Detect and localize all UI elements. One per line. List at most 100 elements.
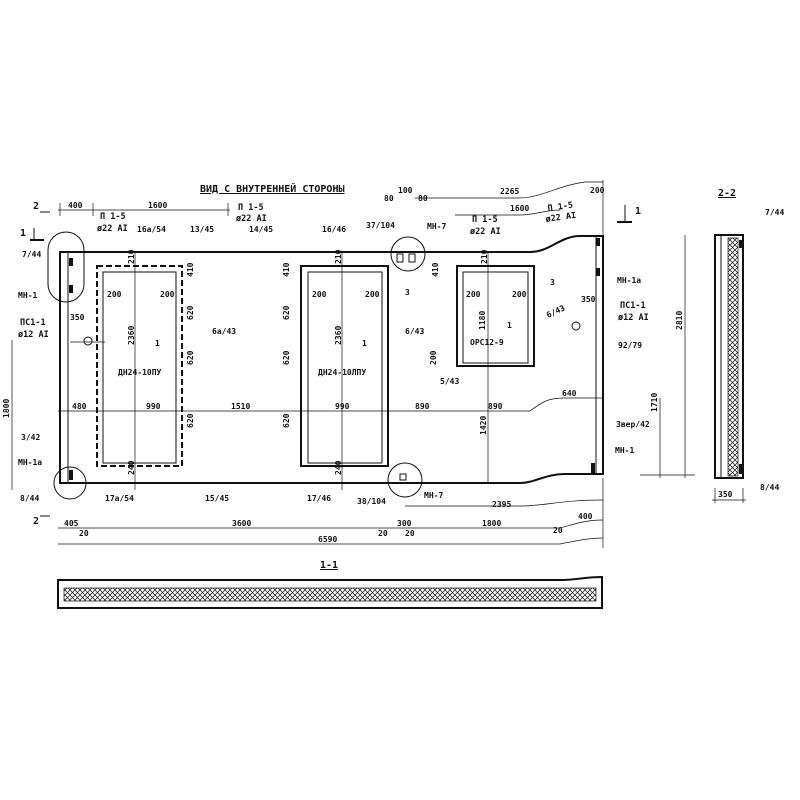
drawing-label: 200 <box>466 290 481 299</box>
drawing-label: 1 <box>362 339 367 348</box>
callout-mn7-top <box>390 236 426 272</box>
drawing-label: МН-7 <box>427 222 446 231</box>
drawing-title: ВИД С ВНУТРЕННЕЙ СТОРОНЫ <box>200 182 345 195</box>
drawing-label: 2395 <box>492 500 511 509</box>
drawing-label: 890 <box>415 402 430 411</box>
drawing-label: 6590 <box>318 535 337 544</box>
callout-mn7-bottom <box>387 462 423 498</box>
drawing-label: 6а/43 <box>212 327 236 336</box>
door-1-mark: ДН24-10ПУ <box>118 368 162 377</box>
door-opening-2 <box>300 265 389 467</box>
drawing-label: 620 <box>282 413 291 428</box>
drawing-label: 350 <box>581 295 596 304</box>
drawing-label: 7/44 <box>22 250 41 259</box>
drawing-label: 6/43 <box>405 327 424 336</box>
rebar-dia: ø22 AI <box>97 224 128 234</box>
drawing-label: 17а/54 <box>105 494 134 503</box>
drawing-label: 400 <box>578 512 593 521</box>
drawing-label: 410 <box>431 262 440 277</box>
drawing-label: 200 <box>312 290 327 299</box>
drawing-label: 8/44 <box>20 494 39 503</box>
drawing-label: 80 <box>418 194 428 203</box>
drawing-label: 2360 <box>127 326 136 345</box>
window-opening <box>456 265 535 367</box>
drawing-label: 15/45 <box>205 494 229 503</box>
drawing-label: 3 <box>405 288 410 297</box>
drawing-label: 13/45 <box>190 225 214 234</box>
drawing-label: 620 <box>186 350 195 365</box>
drawing-label: 200 <box>160 290 175 299</box>
drawing-label: 1420 <box>479 416 488 435</box>
drawing-label: 3600 <box>232 519 251 528</box>
drawing-label: 8/44 <box>760 483 779 492</box>
drawing-label: 350 <box>70 313 85 322</box>
drawing-label: 20 <box>79 529 89 538</box>
door-opening-1 <box>96 265 183 467</box>
door-2-mark: ДН24-10ЛПУ <box>318 368 366 377</box>
reference-labels: 16а/54 13/45 14/45 16/46 37/104 7/44 3/4… <box>20 208 784 506</box>
drawing-label: 92/79 <box>618 341 642 350</box>
rebar-label: П 1-5 <box>100 212 126 222</box>
drawing-label: 350 <box>718 490 733 499</box>
drawing-label: 1800 <box>482 519 501 528</box>
loop-dia: ø12 AI <box>18 330 49 340</box>
drawing-label: 990 <box>146 402 161 411</box>
drawing-label: МН-1 <box>615 446 634 455</box>
drawing-label: 14/45 <box>249 225 273 234</box>
cut-markers: 1 2 1 2 <box>20 201 641 527</box>
drawing-label: 200 <box>590 186 605 195</box>
section-2-2: 2-2 <box>712 188 746 503</box>
callout-mn1a <box>53 466 87 500</box>
drawing-label: МН-7 <box>424 491 443 500</box>
drawing-label: 890 <box>488 402 503 411</box>
drawing-label: 1 <box>635 206 641 217</box>
lifting-loop-right <box>571 321 581 331</box>
drawing-label: 100 <box>398 186 413 195</box>
drawing-label: МН-1а <box>18 458 42 467</box>
drawing-label: МН-1 <box>18 291 37 300</box>
drawing-label: 210 <box>480 249 489 264</box>
drawing-label: 620 <box>282 350 291 365</box>
drawing-label: 1-1 <box>320 560 338 571</box>
rebar-dia: ø22 AI <box>470 227 501 237</box>
drawing-label: 400 <box>68 201 83 210</box>
drawing-label: 80 <box>384 194 394 203</box>
wall-panel <box>59 235 604 484</box>
drawing-label: 240 <box>334 460 343 475</box>
drawing-label: 20 <box>553 526 563 535</box>
drawing-label: 3/42 <box>21 433 40 442</box>
loop-label: ПС1-1 <box>20 318 46 328</box>
drawing-label: 37/104 <box>366 221 395 230</box>
drawing-label: 1800 <box>2 399 11 418</box>
dimension-lines <box>11 180 695 548</box>
drawing-label: 620 <box>282 305 291 320</box>
loop-label: ПС1-1 <box>620 301 646 311</box>
drawing-label: 620 <box>186 413 195 428</box>
rebar-dia: ø22 AI <box>236 214 267 224</box>
drawing-label: 3 <box>550 278 555 287</box>
drawing-label: 7/44 <box>765 208 784 217</box>
drawing-label: 410 <box>186 262 195 277</box>
drawing-label: 640 <box>562 389 577 398</box>
drawing-label: 17/46 <box>307 494 331 503</box>
drawing-label: 2810 <box>675 311 684 330</box>
drawing-label: 620 <box>186 305 195 320</box>
drawing-label: 200 <box>512 290 527 299</box>
rebar-label: П 1-5 <box>472 215 498 225</box>
drawing-label: 405 <box>64 519 79 528</box>
rebar-label: П 1-5 <box>547 201 574 214</box>
drawing-label: 1510 <box>231 402 250 411</box>
drawing-label: 200 <box>429 350 438 365</box>
drawing-label: 16/46 <box>322 225 346 234</box>
drawing-label: 410 <box>282 262 291 277</box>
drawing-label: 210 <box>127 249 136 264</box>
drawing-label: 1 <box>20 228 26 239</box>
drawing-label: 240 <box>127 460 136 475</box>
drawing-label: 2265 <box>500 187 519 196</box>
section-1-1: 1-1 <box>57 560 603 609</box>
drawing-label: 20 <box>378 529 388 538</box>
drawing-label: 480 <box>72 402 87 411</box>
drawing-label: 200 <box>365 290 380 299</box>
drawing-label: 20 <box>405 529 415 538</box>
